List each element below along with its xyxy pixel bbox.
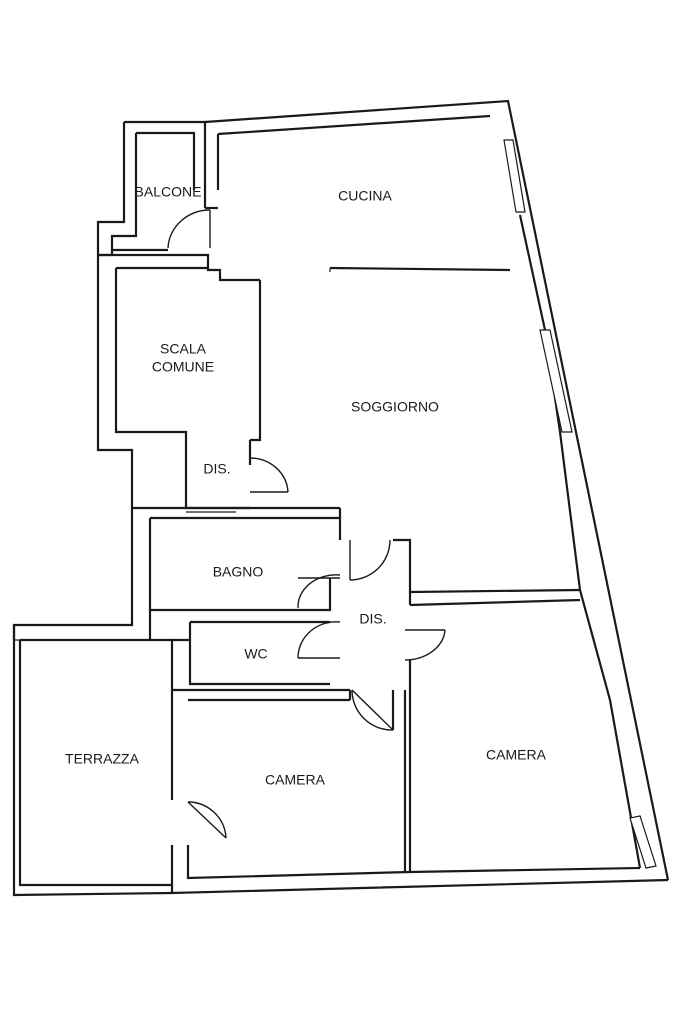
outer-walls <box>12 99 670 897</box>
window-soggiorno <box>539 329 573 433</box>
label-terrazza: TERRAZZA <box>65 751 140 767</box>
label-dis-upper: DIS. <box>203 461 230 477</box>
label-scala-line1: SCALA <box>160 341 207 357</box>
label-scala-line2: COMUNE <box>152 359 214 375</box>
label-camera-left: CAMERA <box>265 772 326 788</box>
room-labels: BALCONE CUCINA SCALA COMUNE SOGGIORNO DI… <box>65 184 547 788</box>
label-dis-center: DIS. <box>359 611 386 627</box>
door-dis-upper <box>249 457 289 493</box>
door-terrazza <box>187 801 227 839</box>
label-bagno: BAGNO <box>213 564 264 580</box>
label-cucina: CUCINA <box>338 188 392 204</box>
windows <box>14 139 657 869</box>
label-wc: WC <box>244 646 267 662</box>
door-balcone <box>167 209 211 249</box>
window-cucina <box>503 139 526 213</box>
label-balcone: BALCONE <box>135 184 202 200</box>
label-camera-right: CAMERA <box>486 747 547 763</box>
door-camera-left-top <box>351 689 394 731</box>
label-soggiorno: SOGGIORNO <box>351 399 439 415</box>
interior-walls <box>132 266 581 872</box>
door-dis-top <box>349 539 391 581</box>
door-wc <box>297 621 341 659</box>
door-bagno <box>297 574 341 609</box>
door-camera-right <box>404 629 446 661</box>
window-camera <box>629 815 657 869</box>
doors <box>167 209 446 839</box>
